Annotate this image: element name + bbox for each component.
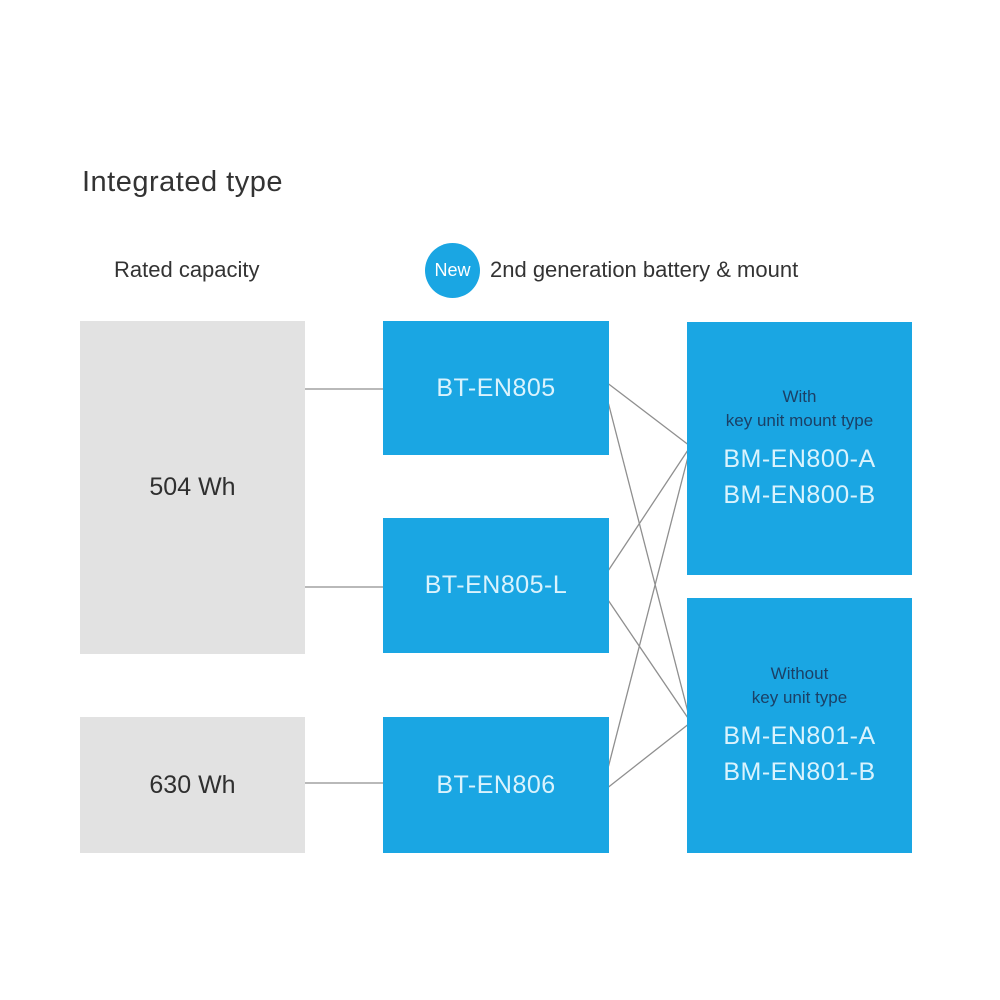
rated-capacity-header: Rated capacity [114, 257, 260, 282]
capacity-label: 504 Wh [149, 473, 236, 501]
battery-box-bt-en806: BT-EN806 [383, 717, 609, 853]
battery-box-bt-en805: BT-EN805 [383, 321, 609, 455]
battery-label: BT-EN805 [436, 373, 556, 402]
capacity-box-630wh: 630 Wh [80, 717, 305, 853]
battery-label: BT-EN805-L [424, 571, 568, 599]
generation-header: 2nd generation battery & mount [490, 257, 799, 282]
battery-box-bt-en805-l: BT-EN805-L [383, 518, 609, 653]
mount-description-line1: With [782, 386, 817, 406]
mount-model: BM-EN800-B [723, 480, 876, 509]
mount-model: BM-EN801-B [723, 757, 876, 786]
new-badge-icon: New [425, 243, 480, 298]
page-title: Integrated type [82, 166, 283, 198]
battery-label: BT-EN806 [436, 770, 556, 799]
mount-description: Without key unit type [752, 662, 847, 710]
mount-model: BM-EN800-A [723, 444, 876, 473]
mount-box-without-key-unit: Without key unit type BM-EN801-A BM-EN80… [687, 598, 912, 853]
mount-description-line1: Without [770, 663, 829, 683]
mount-description-line2: key unit type [751, 687, 848, 707]
mount-model: BM-EN801-A [723, 721, 876, 750]
capacity-label: 630 Wh [149, 770, 236, 799]
capacity-box-504wh: 504 Wh [80, 321, 305, 654]
new-badge-label: New [434, 260, 471, 280]
mount-description-line2: key unit mount type [725, 410, 874, 430]
mount-box-with-key-unit: With key unit mount type BM-EN800-A BM-E… [687, 322, 912, 575]
mount-description: With key unit mount type [726, 385, 873, 433]
